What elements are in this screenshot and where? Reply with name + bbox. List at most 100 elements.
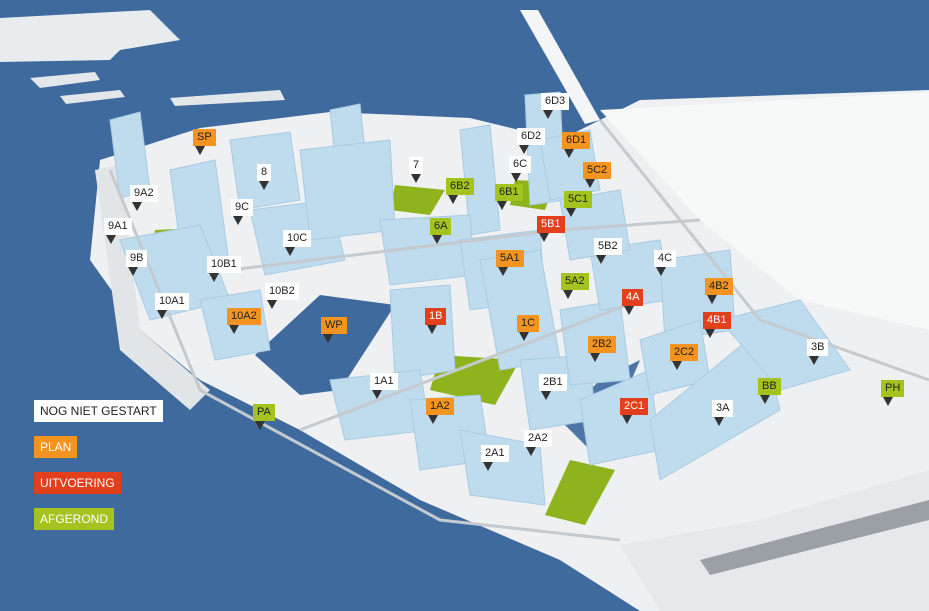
plot-tag-4c[interactable]: 4C [654, 250, 677, 267]
marker-pin-icon [585, 179, 595, 188]
marker-pin-icon [157, 310, 167, 319]
marker-pin-icon [596, 255, 606, 264]
marker-pin-icon [428, 415, 438, 424]
marker-pin-icon [656, 267, 666, 276]
legend-execution: UITVOERING [34, 472, 121, 494]
marker-pin-icon [432, 235, 442, 244]
basin-wp [255, 295, 395, 395]
plot-tag-2b2[interactable]: 2B2 [588, 336, 616, 353]
marker-pin-icon [590, 353, 600, 362]
marker-pin-icon [411, 174, 421, 183]
plot-tag-bb[interactable]: BB [758, 378, 781, 395]
marker-pin-icon [511, 173, 521, 182]
plot-tag-2a1[interactable]: 2A1 [481, 445, 509, 462]
marker-pin-icon [323, 334, 333, 343]
plot-tag-8[interactable]: 8 [257, 164, 272, 181]
marker-pin-icon [624, 306, 634, 315]
plot-tag-9a2[interactable]: 9A2 [130, 185, 158, 202]
marker-pin-icon [448, 195, 458, 204]
plot-tag-1b[interactable]: 1B [425, 308, 447, 325]
plot-tag-2c2[interactable]: 2C2 [670, 344, 699, 361]
marker-pin-icon [229, 325, 239, 334]
plot-tag-10a2[interactable]: 10A2 [227, 308, 261, 325]
plot-tag-1a1[interactable]: 1A1 [370, 373, 398, 390]
plot-tag-5c2[interactable]: 5C2 [583, 162, 612, 179]
marker-pin-icon [259, 181, 269, 190]
marker-pin-icon [285, 247, 295, 256]
park [545, 460, 615, 525]
plot-tag-ph[interactable]: PH [881, 380, 905, 397]
jetty [170, 90, 285, 106]
marker-pin-icon [622, 415, 632, 424]
plot-tag-6b1[interactable]: 6B1 [495, 184, 523, 201]
marker-pin-icon [714, 417, 724, 426]
plot-tag-wp[interactable]: WP [321, 317, 347, 334]
marker-pin-icon [233, 216, 243, 225]
marker-pin-icon [519, 332, 529, 341]
plot-tag-10b2[interactable]: 10B2 [265, 283, 299, 300]
plot-tag-6d1[interactable]: 6D1 [562, 132, 591, 149]
plot-tag-1a2[interactable]: 1A2 [426, 398, 454, 415]
marker-pin-icon [519, 145, 529, 154]
jetty [60, 90, 125, 104]
marker-pin-icon [566, 208, 576, 217]
plot-tag-6a[interactable]: 6A [430, 218, 452, 235]
plot-tag-4b2[interactable]: 4B2 [705, 278, 733, 295]
plot-tag-7[interactable]: 7 [409, 157, 424, 174]
jetty [30, 72, 100, 88]
marker-pin-icon [563, 290, 573, 299]
jetty-land [0, 10, 180, 62]
plot-tag-2a2[interactable]: 2A2 [524, 430, 552, 447]
marker-pin-icon [128, 267, 138, 276]
plot-tag-5a1[interactable]: 5A1 [496, 250, 524, 267]
bridge [520, 10, 600, 124]
plot-tag-10c[interactable]: 10C [283, 230, 312, 247]
marker-pin-icon [760, 395, 770, 404]
plot-tag-9b[interactable]: 9B [126, 250, 148, 267]
legend-plan: PLAN [34, 436, 78, 458]
legend-not-started: NOG NIET GESTART [34, 400, 163, 422]
plot-tag-3b[interactable]: 3B [807, 339, 829, 356]
plot-tag-sp[interactable]: SP [193, 129, 216, 146]
plot-tag-6d2[interactable]: 6D2 [517, 128, 546, 145]
park [390, 185, 445, 215]
plot-tag-6d3[interactable]: 6D3 [541, 93, 570, 110]
plot-tag-9a1[interactable]: 9A1 [104, 218, 132, 235]
plot-tag-pa[interactable]: PA [253, 404, 275, 421]
marker-pin-icon [267, 300, 277, 309]
marker-pin-icon [883, 397, 893, 406]
marker-pin-icon [498, 267, 508, 276]
plot-tag-9c[interactable]: 9C [231, 199, 254, 216]
plot-tag-4b1[interactable]: 4B1 [703, 312, 731, 329]
marker-pin-icon [483, 462, 493, 471]
plot-tag-6c[interactable]: 6C [509, 156, 532, 173]
plot-tag-3a[interactable]: 3A [712, 400, 734, 417]
plot-tag-5b1[interactable]: 5B1 [537, 216, 565, 233]
plot-tag-2b1[interactable]: 2B1 [539, 374, 567, 391]
marker-pin-icon [705, 329, 715, 338]
marker-pin-icon [541, 391, 551, 400]
urban-area [600, 92, 929, 330]
plot-tag-4a[interactable]: 4A [622, 289, 644, 306]
marker-pin-icon [427, 325, 437, 334]
marker-pin-icon [707, 295, 717, 304]
marker-pin-icon [195, 146, 205, 155]
plot-tag-10a1[interactable]: 10A1 [155, 293, 189, 310]
marker-pin-icon [255, 421, 265, 430]
marker-pin-icon [539, 233, 549, 242]
marker-pin-icon [132, 202, 142, 211]
plot-tag-2c1[interactable]: 2C1 [620, 398, 649, 415]
plot-tag-1c[interactable]: 1C [517, 315, 540, 332]
plot-tag-10b1[interactable]: 10B1 [207, 256, 241, 273]
plot-tag-5b2[interactable]: 5B2 [594, 238, 622, 255]
plot-tag-6b2[interactable]: 6B2 [446, 178, 474, 195]
buildings [109, 91, 851, 506]
railway [700, 500, 929, 575]
marker-pin-icon [209, 273, 219, 282]
marker-pin-icon [564, 149, 574, 158]
marker-pin-icon [372, 390, 382, 399]
plot-tag-5c1[interactable]: 5C1 [564, 191, 593, 208]
plot-tag-5a2[interactable]: 5A2 [561, 273, 589, 290]
